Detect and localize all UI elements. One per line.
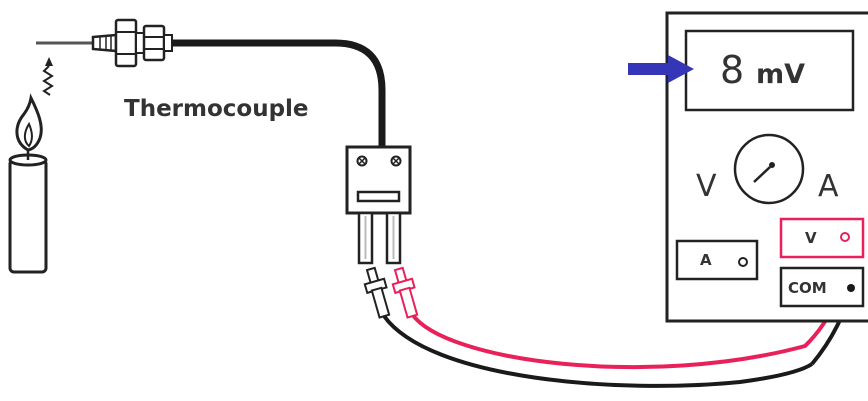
jack-com-label: COM (788, 279, 827, 297)
jack-com: COM (779, 266, 865, 308)
black-probe-tip (363, 266, 391, 319)
meter-reading: 8 (720, 48, 744, 92)
thermocouple-connector (345, 145, 412, 265)
red-probe-tip (391, 266, 419, 319)
meter-unit: mV (756, 59, 805, 90)
multimeter: 8 mV V A A V COM (665, 11, 868, 323)
arrow-right-icon (628, 55, 694, 83)
jack-a-label: A (700, 251, 712, 269)
black-test-lead (382, 314, 814, 388)
jack-v: V (779, 217, 865, 259)
candle-icon (8, 150, 48, 274)
flame-inner (23, 121, 33, 148)
mode-label-a: A (818, 169, 839, 204)
mode-label-v: V (696, 169, 717, 204)
jack-a: A (675, 239, 759, 281)
thermocouple-cable (172, 39, 386, 148)
jack-v-label: V (805, 229, 817, 247)
thermocouple-label: Thermocouple (124, 96, 309, 122)
heat-wave-icon (42, 57, 54, 96)
dial-gauge-icon (733, 133, 805, 205)
thermocouple-probe (36, 18, 173, 68)
